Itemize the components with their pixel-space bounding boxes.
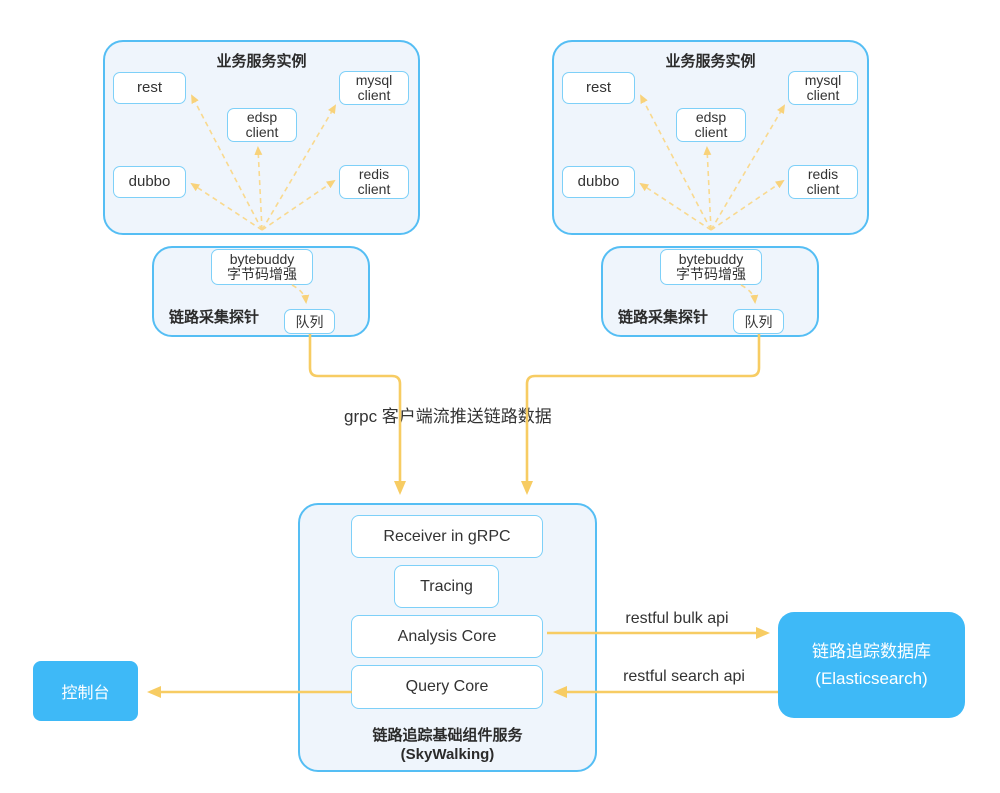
service-group-right: 业务服务实例 rest mysql client edsp client dub… bbox=[552, 40, 869, 337]
service-group-left: 业务服务实例 rest mysql client edsp client dub… bbox=[103, 40, 420, 337]
skywalking-caption-line2: (SkyWalking) bbox=[400, 746, 495, 763]
node-queue: 队列 bbox=[733, 309, 784, 334]
node-rest: rest bbox=[562, 72, 635, 104]
component-query-core: Query Core bbox=[351, 665, 543, 709]
search-api-label: restful search api bbox=[623, 668, 745, 685]
node-bytebuddy: bytebuddy 字节码增强 bbox=[211, 249, 313, 285]
node-redis-client: redis client bbox=[788, 165, 858, 199]
elasticsearch-label-line1: 链路追踪数据库 bbox=[812, 642, 931, 661]
probe-label: 链路采集探针 bbox=[618, 309, 709, 326]
node-bytebuddy: bytebuddy 字节码增强 bbox=[660, 249, 762, 285]
skywalking-caption: 链路追踪基础组件服务 (SkyWalking) bbox=[298, 726, 597, 764]
node-dubbo: dubbo bbox=[562, 166, 635, 198]
console-label: 控制台 bbox=[61, 685, 110, 702]
probe-label: 链路采集探针 bbox=[169, 309, 260, 326]
elasticsearch-box: 链路追踪数据库 (Elasticsearch) bbox=[778, 612, 965, 718]
node-rest: rest bbox=[113, 72, 186, 104]
node-mysql-client: mysql client bbox=[339, 71, 409, 105]
node-queue: 队列 bbox=[284, 309, 335, 334]
component-tracing: Tracing bbox=[394, 565, 499, 608]
skywalking-caption-line1: 链路追踪基础组件服务 bbox=[372, 727, 523, 744]
instance-title: 业务服务实例 bbox=[665, 53, 756, 70]
node-mysql-client: mysql client bbox=[788, 71, 858, 105]
node-edsp-client: edsp client bbox=[676, 108, 746, 142]
component-analysis-core: Analysis Core bbox=[351, 615, 543, 658]
grpc-flow-label: grpc 客户端流推送链路数据 bbox=[344, 407, 552, 426]
node-redis-client: redis client bbox=[339, 165, 409, 199]
queue-right-to-skywalking bbox=[521, 334, 761, 495]
bulk-api-label: restful bulk api bbox=[625, 610, 729, 627]
console-box: 控制台 bbox=[33, 661, 138, 721]
component-receiver-grpc: Receiver in gRPC bbox=[351, 515, 543, 558]
node-dubbo: dubbo bbox=[113, 166, 186, 198]
node-edsp-client: edsp client bbox=[227, 108, 297, 142]
elasticsearch-label-line2: (Elasticsearch) bbox=[815, 669, 928, 688]
instance-title: 业务服务实例 bbox=[216, 53, 307, 70]
